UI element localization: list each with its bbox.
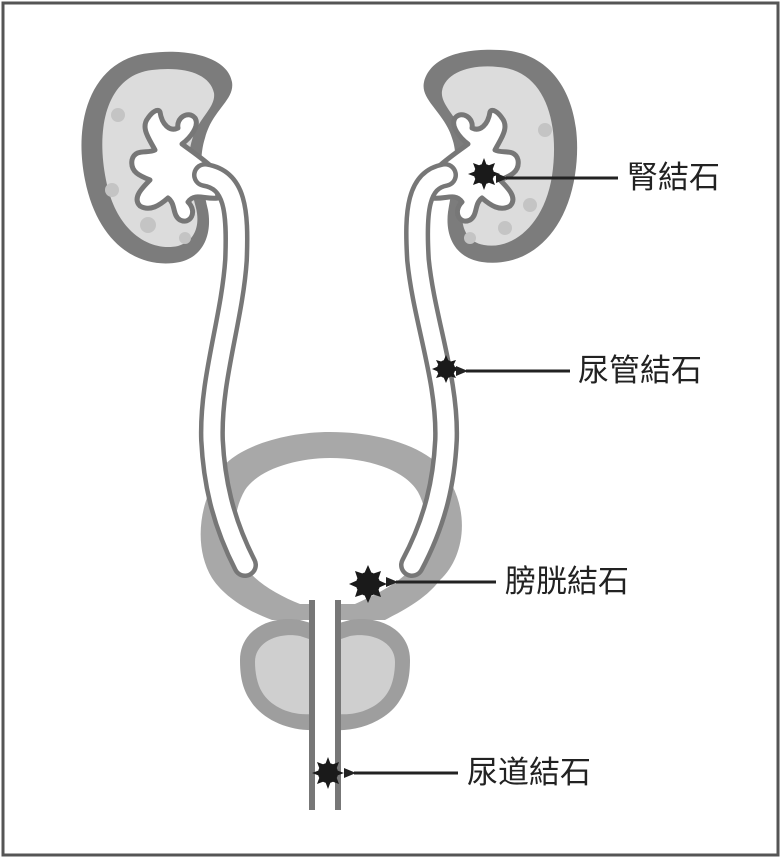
bladder-inner-lumen <box>234 458 427 604</box>
bladder-stone-marker <box>349 565 387 603</box>
ureter-stone-label: 尿管結石 <box>578 353 702 389</box>
urethra-stone-label: 尿道結石 <box>467 755 591 791</box>
left-ureter <box>192 162 258 578</box>
left-kidney-pelvis <box>129 107 221 224</box>
ureter-stone-marker <box>432 355 460 383</box>
bladder <box>200 432 462 620</box>
prostate <box>240 619 410 731</box>
bladder-stone-label: 膀胱結石 <box>505 564 629 600</box>
kidney-stone-label: 腎結石 <box>627 160 720 196</box>
kidney-stone-marker <box>468 158 500 190</box>
right-ureter <box>399 162 460 578</box>
urethra-stone-marker <box>312 757 344 789</box>
left-kidney <box>81 51 233 264</box>
